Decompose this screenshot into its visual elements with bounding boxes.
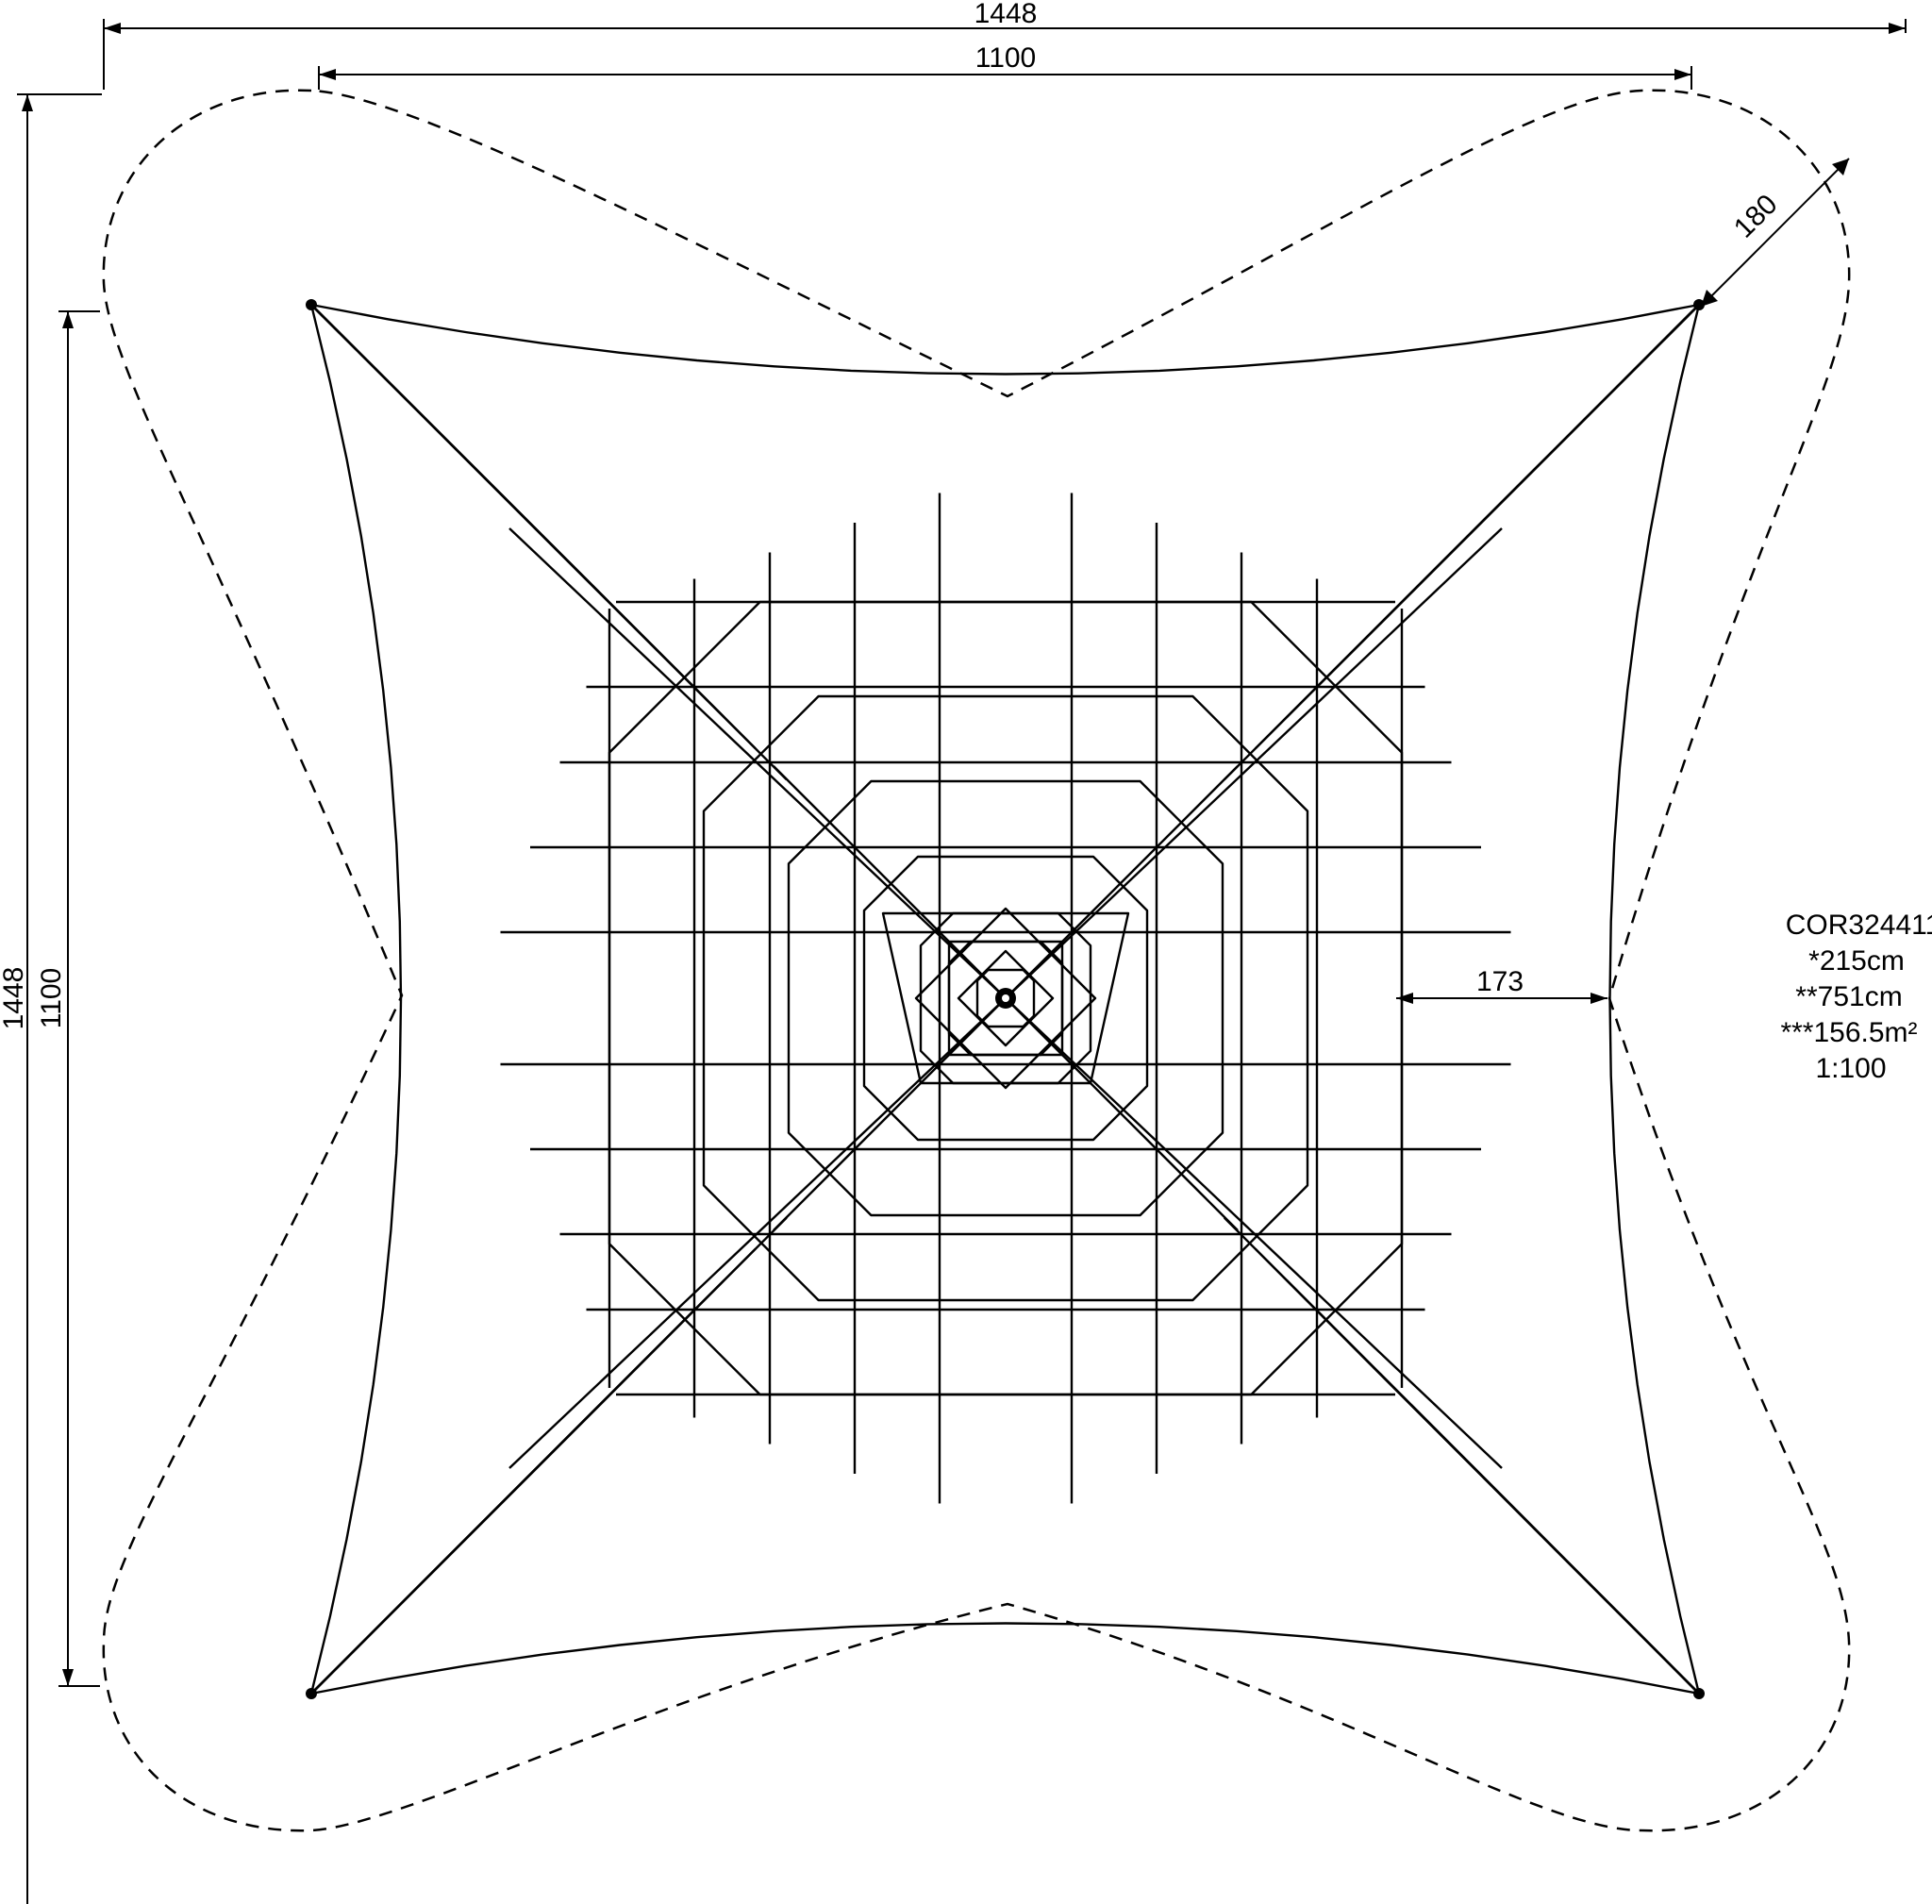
product-area: ***156.5m² — [1780, 1017, 1917, 1048]
dim-side-clearance: 173 — [1476, 966, 1524, 997]
central-mast — [995, 988, 1016, 1009]
anchor-points — [306, 299, 1705, 1699]
dim-corner-clearance: 180 — [1728, 189, 1784, 244]
dim-top-inner: 1100 — [975, 42, 1037, 74]
safety-zone-boundary — [102, 89, 1851, 1832]
anchor-top-right — [1693, 299, 1705, 310]
product-code: COR324411 — [1786, 910, 1932, 941]
product-height: *215cm — [1808, 945, 1905, 977]
product-rope-length: **751cm — [1795, 981, 1902, 1012]
dim-left-outer: 1448 — [0, 967, 29, 1030]
anchor-bottom-left — [306, 1688, 317, 1699]
drawing-scale: 1:100 — [1815, 1053, 1886, 1084]
anchor-bottom-right — [1693, 1688, 1705, 1699]
product-info-block: COR324411 *215cm **751cm ***156.5m² 1:10… — [1780, 910, 1932, 1084]
dimension-lines — [17, 19, 1907, 1904]
anchor-top-left — [306, 299, 317, 310]
dimension-arrowheads — [22, 23, 1906, 1686]
dim-left-inner: 1100 — [36, 968, 67, 1029]
dim-top-outer: 1448 — [974, 0, 1038, 29]
rope-net — [309, 303, 1701, 1695]
